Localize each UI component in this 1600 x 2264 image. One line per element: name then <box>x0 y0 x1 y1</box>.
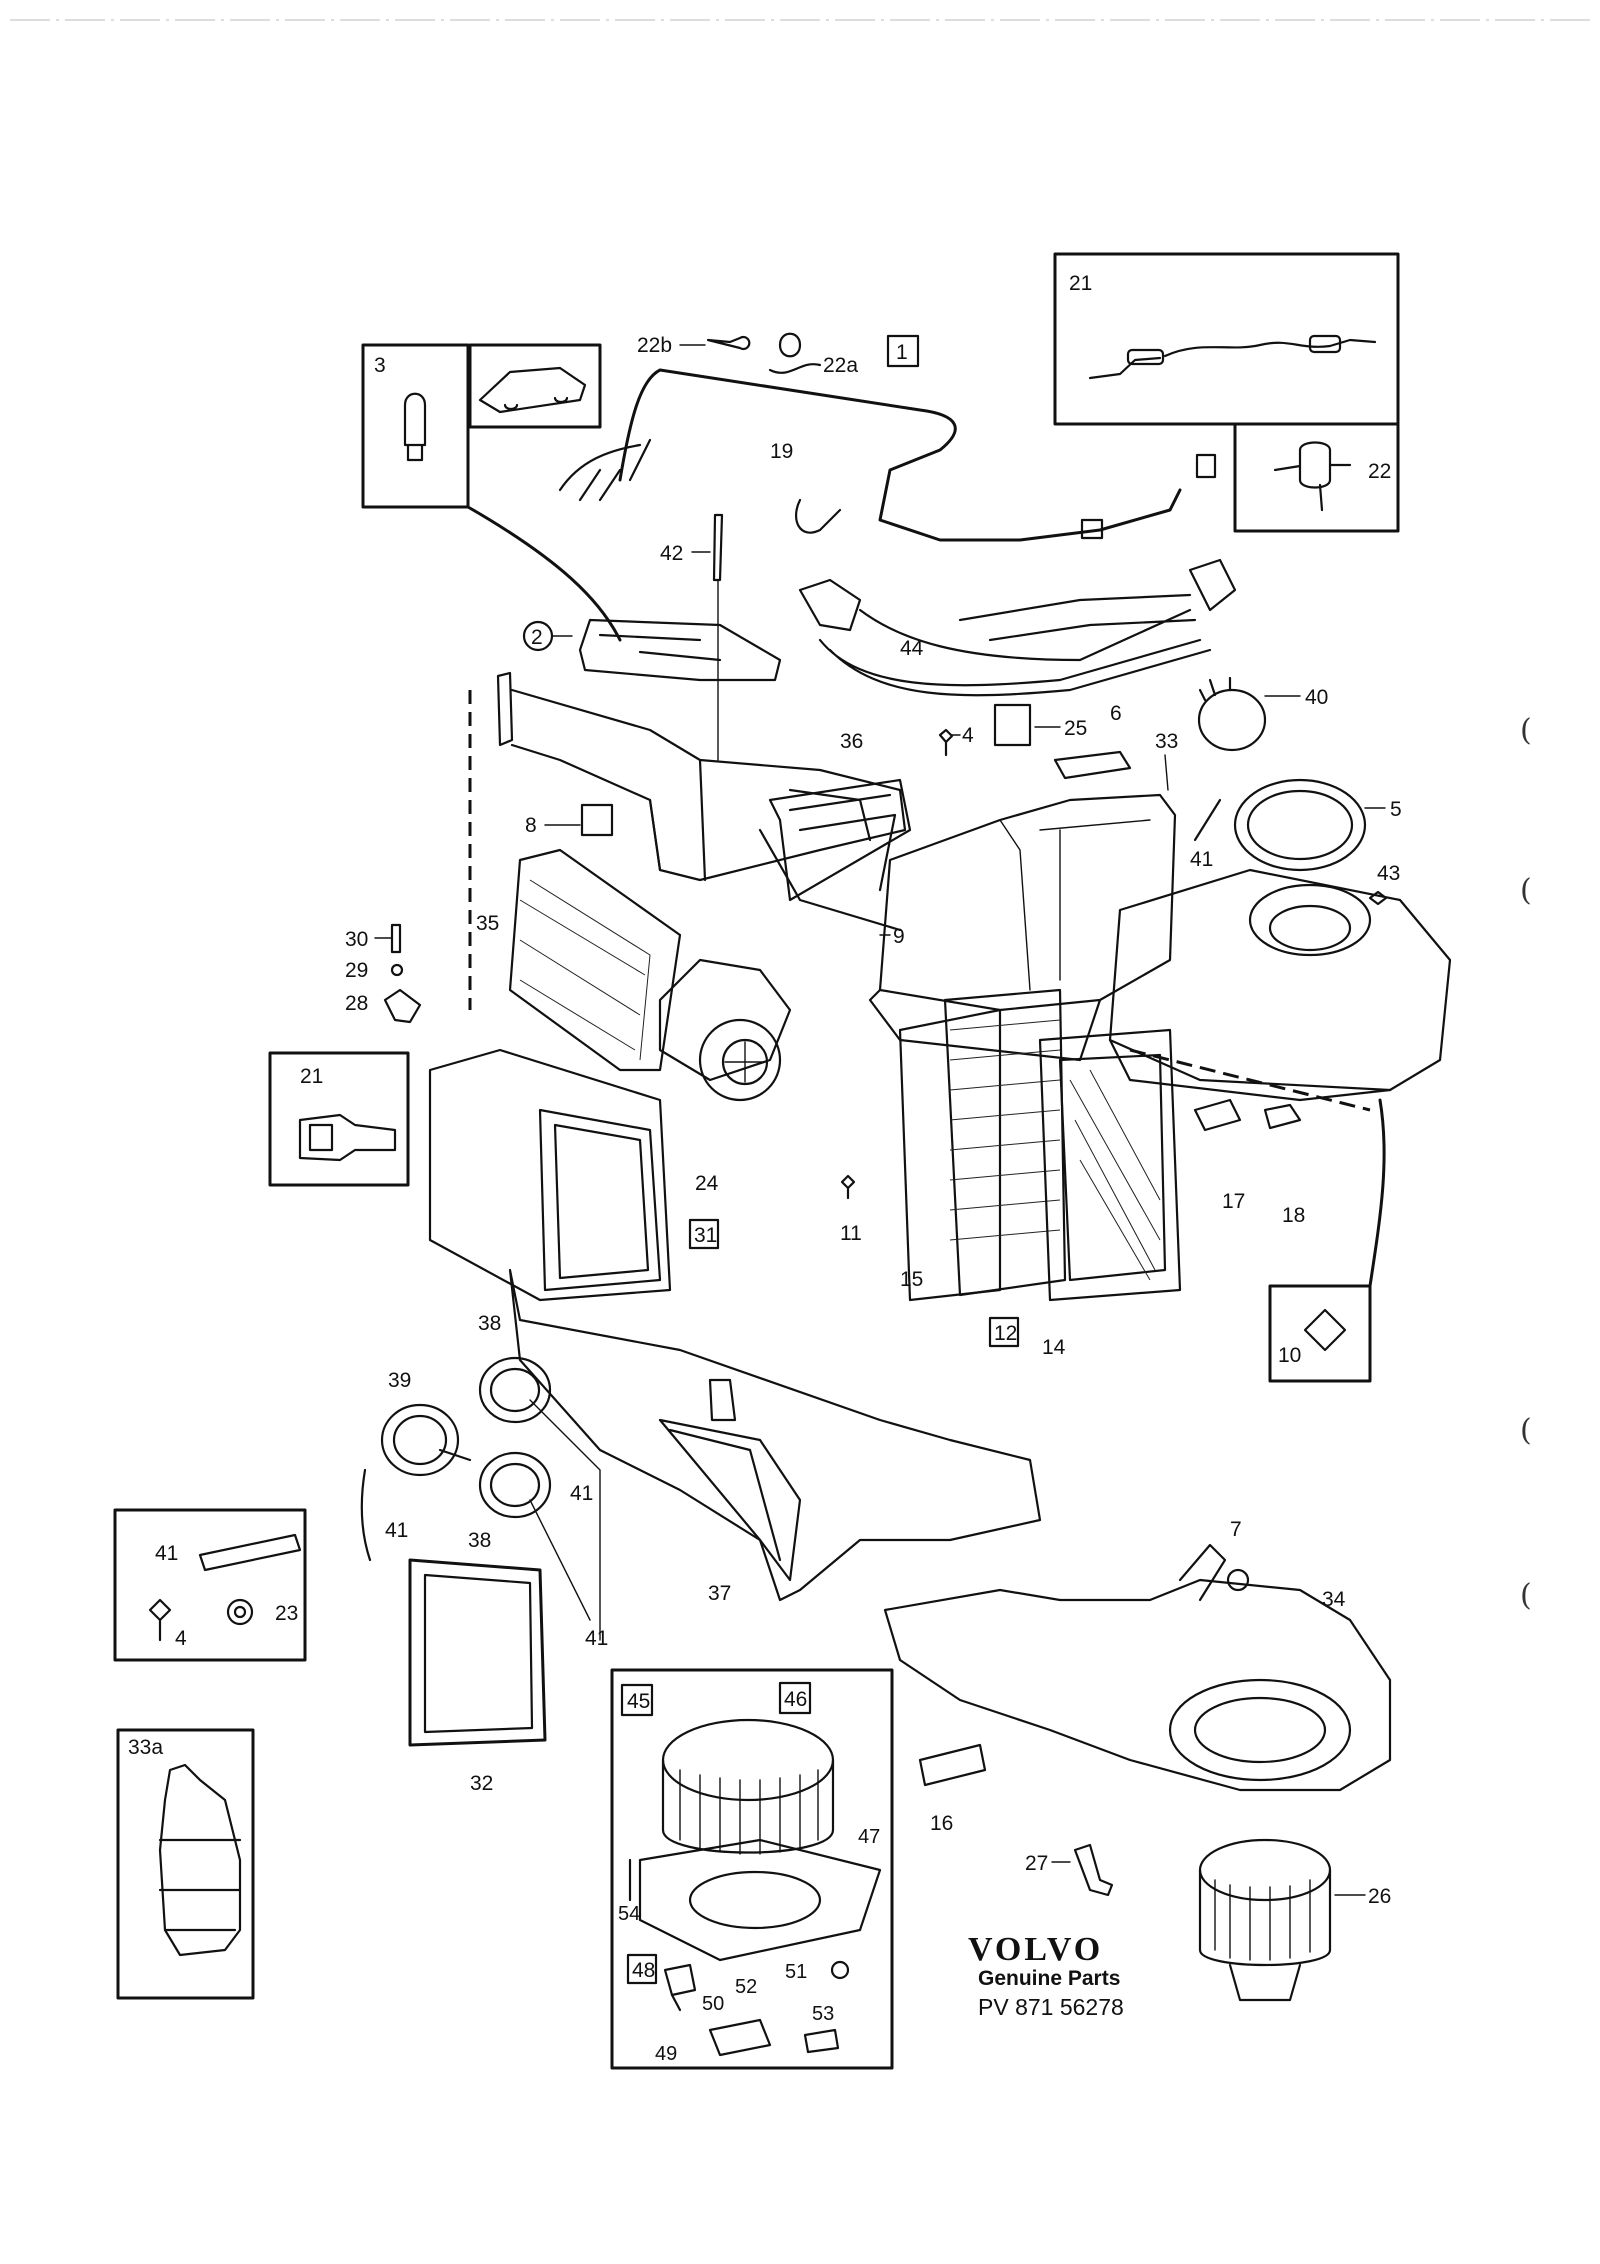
callout-36: 36 <box>840 730 863 753</box>
filter-frame-32: 32 <box>408 1558 547 1795</box>
callout-15: 15 <box>900 1268 923 1291</box>
group-number-1: 1 <box>896 341 908 364</box>
callout-34: 34 <box>1322 1588 1346 1611</box>
inset-33a: 33a <box>116 1728 255 2000</box>
inset-45-blower-assembly: 45 46 47 54 48 52 51 50 53 49 <box>610 1668 894 2070</box>
callout-38-top: 38 <box>478 1312 501 1335</box>
margin-mark-1: ( <box>1520 713 1532 748</box>
callout-19: 19 <box>770 440 793 463</box>
vent-nozzles: 38 39 38 41 41 41 <box>360 1312 608 1650</box>
callout-4-inset: 4 <box>175 1627 187 1650</box>
callout-17: 17 <box>1222 1190 1245 1213</box>
callout-54: 54 <box>618 1903 640 1925</box>
callout-39: 39 <box>388 1369 411 1392</box>
callout-22b: 22b <box>637 334 672 357</box>
callout-16: 16 <box>930 1812 953 1835</box>
callout-21-left: 21 <box>300 1065 323 1088</box>
lower-duct-37: 37 <box>508 1268 1042 1605</box>
callout-41-mid: 41 <box>570 1482 593 1505</box>
genuine-parts-label: Genuine Parts <box>978 1967 1120 1990</box>
callout-18: 18 <box>1282 1204 1305 1227</box>
inset-21-left: 21 <box>268 1051 410 1187</box>
callout-41-top: 41 <box>1190 848 1213 871</box>
callout-37: 37 <box>708 1582 731 1605</box>
blower-wheel-26: 26 <box>1198 1838 1391 2002</box>
inset-10: 10 <box>1268 1098 1386 1383</box>
callout-42: 42 <box>660 542 683 565</box>
callout-23: 23 <box>275 1602 298 1625</box>
callout-50: 50 <box>702 1993 724 2015</box>
callout-21-inset: 21 <box>1069 272 1092 295</box>
callout-11: 11 <box>840 1222 862 1245</box>
inset-41-4-23: 41 4 23 <box>113 1508 307 1662</box>
callout-33: 33 <box>1155 730 1178 753</box>
callout-12: 12 <box>994 1322 1017 1345</box>
callout-22: 22 <box>1368 460 1391 483</box>
callout-44: 44 <box>900 637 924 660</box>
callout-10: 10 <box>1278 1344 1301 1367</box>
inset-22: 22 <box>1233 422 1400 533</box>
callout-8: 8 <box>525 814 537 837</box>
callout-41-left: 41 <box>385 1519 408 1542</box>
upper-duct-36: 36 <box>496 671 912 902</box>
callout-25: 25 <box>1064 717 1087 740</box>
callout-32: 32 <box>470 1772 493 1795</box>
margin-mark-2: ( <box>1520 873 1532 908</box>
margin-mark-4: ( <box>1520 1578 1532 1613</box>
dashed-line-right <box>1129 1048 1371 1112</box>
callout-2: 2 <box>531 626 543 649</box>
callout-52: 52 <box>735 1976 757 1998</box>
callout-35: 35 <box>476 912 499 935</box>
callout-27: 27 <box>1025 1852 1048 1875</box>
filter-housing-31: 31 <box>428 1048 720 1302</box>
callout-22a: 22a <box>823 354 858 377</box>
callout-26: 26 <box>1368 1885 1391 1908</box>
callout-4-top: 4 <box>962 724 974 747</box>
callout-40: 40 <box>1305 686 1328 709</box>
callout-48: 48 <box>632 1959 655 1982</box>
callout-47: 47 <box>858 1826 880 1848</box>
wiring-harness-19: 19 <box>558 368 1217 542</box>
callout-49: 49 <box>655 2043 677 2065</box>
fan-housing-34: 34 7 <box>883 1518 1392 1792</box>
callout-43: 43 <box>1377 862 1400 885</box>
callout-6: 6 <box>1110 702 1122 725</box>
part-number: PV 871 56278 <box>978 1994 1124 2020</box>
callout-7: 7 <box>1230 1518 1242 1541</box>
callout-41-inset: 41 <box>155 1542 178 1565</box>
callout-51: 51 <box>785 1961 807 1983</box>
vacuum-hoses-44: 44 <box>798 558 1237 697</box>
callout-46: 46 <box>784 1688 807 1711</box>
heater-core-15: 15 12 14 <box>898 988 1182 1359</box>
callout-41-low: 41 <box>585 1627 608 1650</box>
callout-3: 3 <box>374 354 386 377</box>
inset-21-top: 21 <box>1053 252 1400 426</box>
actuator-24: 24 <box>658 958 792 1195</box>
heater-box-33 <box>868 793 1177 1062</box>
callout-14: 14 <box>1042 1336 1066 1359</box>
callout-30: 30 <box>345 928 368 951</box>
group-box-1 <box>886 334 920 368</box>
callout-5: 5 <box>1390 798 1402 821</box>
callout-45: 45 <box>627 1690 650 1713</box>
callout-29: 29 <box>345 959 368 982</box>
evaporator-35: 35 <box>476 848 682 1072</box>
callout-24: 24 <box>695 1172 719 1195</box>
callout-31: 31 <box>694 1224 717 1247</box>
volvo-logo: VOLVO <box>968 1931 1103 1968</box>
volvo-branding: VOLVO Genuine Parts PV 871 56278 <box>968 1931 1124 2020</box>
margin-mark-3: ( <box>1520 1413 1532 1448</box>
callout-38-bot: 38 <box>468 1529 491 1552</box>
callout-28: 28 <box>345 992 368 1015</box>
callout-9: 9 <box>893 925 905 948</box>
inset-3: 3 <box>361 343 622 642</box>
callout-53: 53 <box>812 2003 834 2025</box>
callout-33a: 33a <box>128 1736 163 1759</box>
